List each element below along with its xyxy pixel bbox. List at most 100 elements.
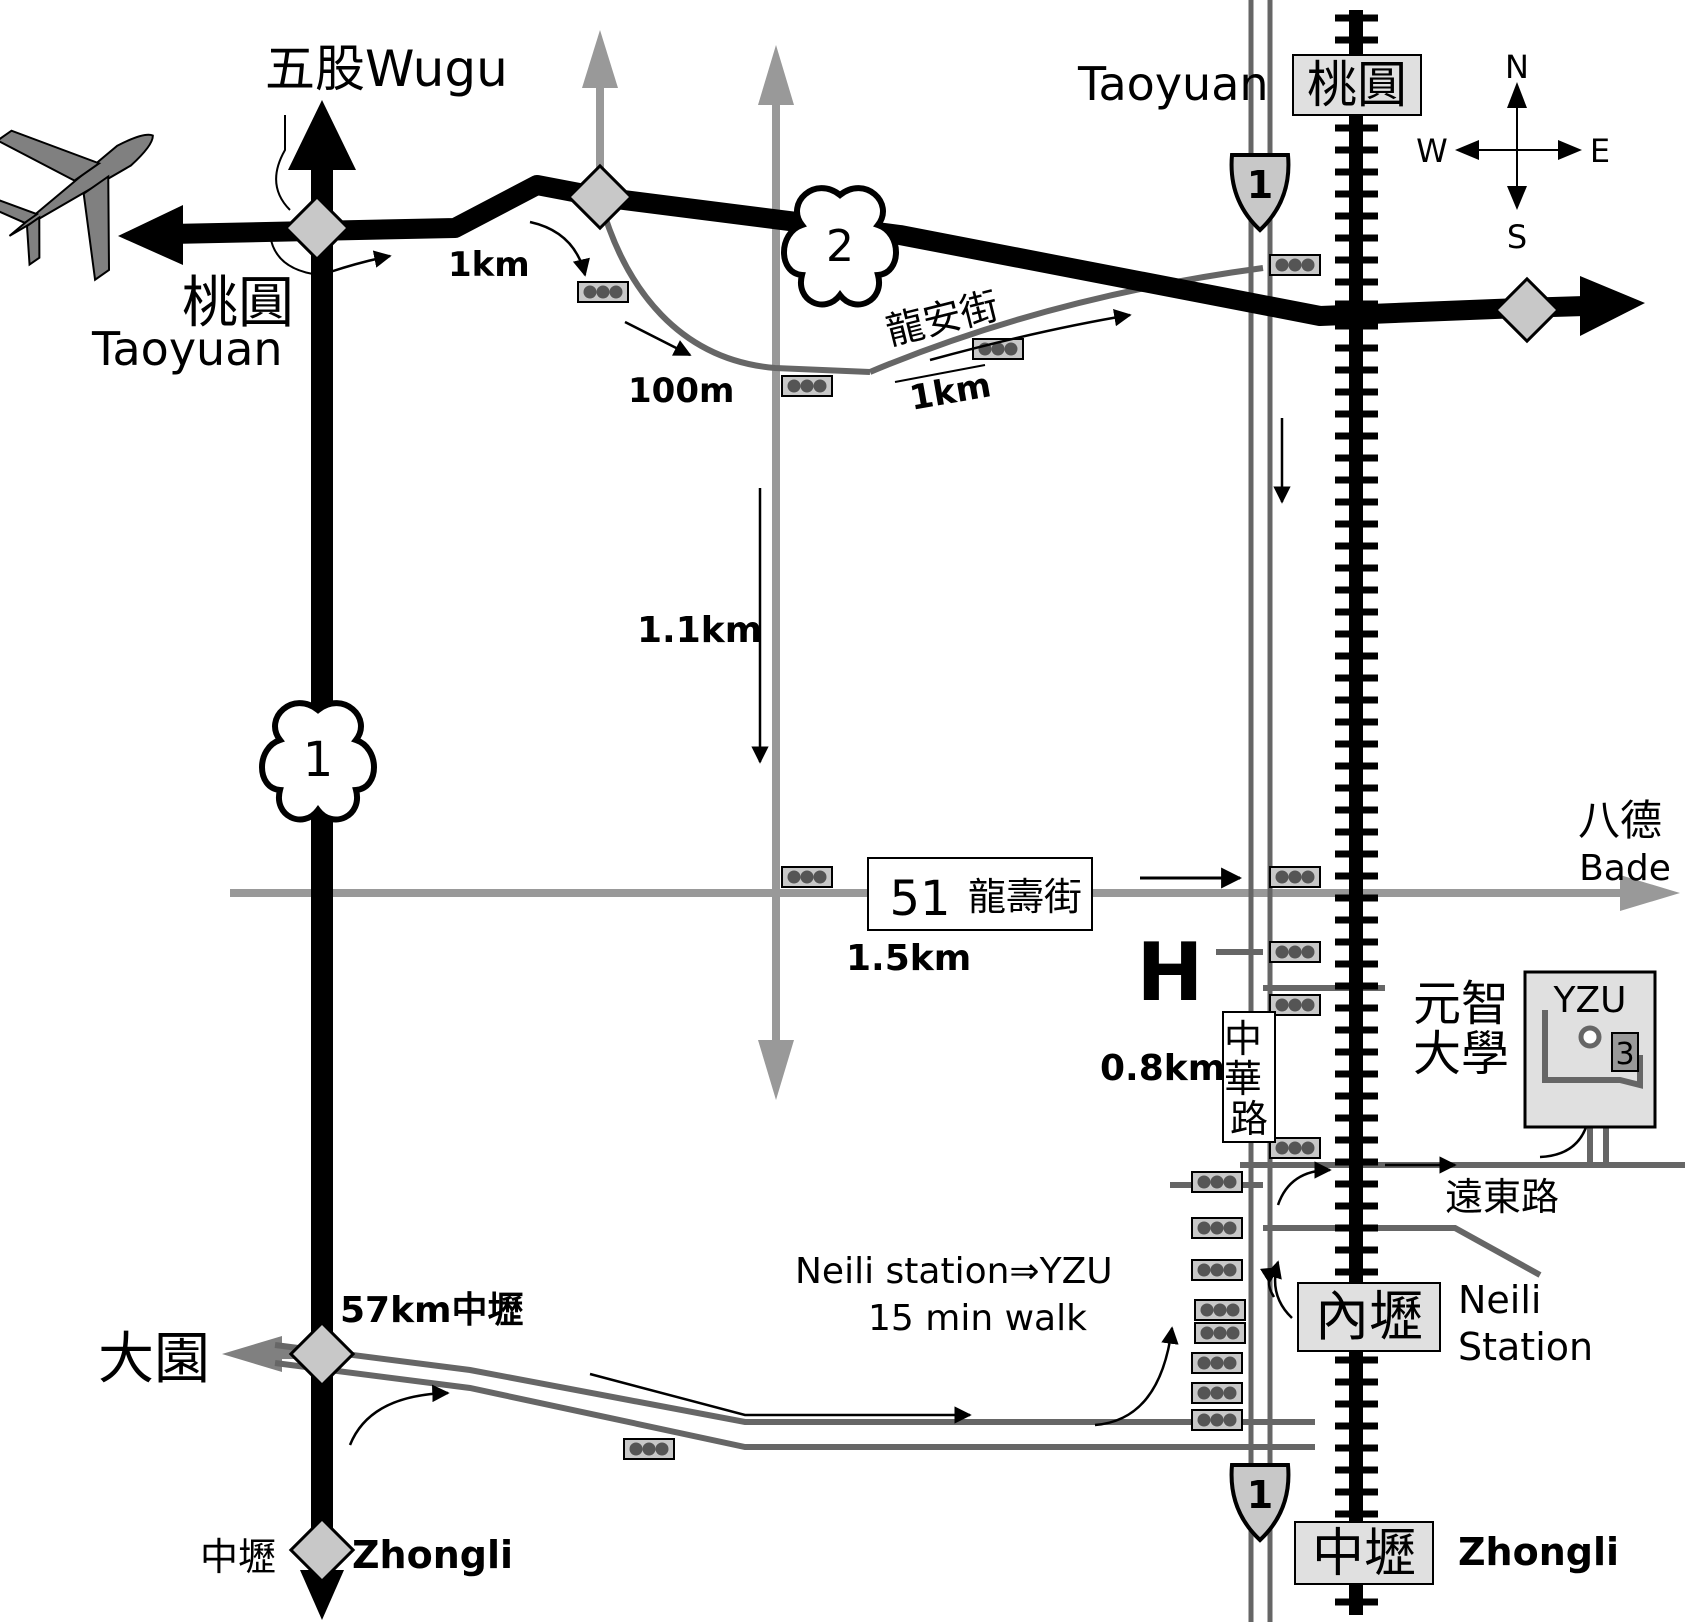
traffic-light-icon: [1269, 941, 1321, 963]
freeway-2-arrow-west: [118, 205, 183, 265]
neili-walk-line2: 15 min walk: [868, 1298, 1087, 1339]
zhongli-double-2: [274, 1360, 1315, 1450]
traffic-light-icon: [1269, 1137, 1321, 1159]
interchange-east: [1493, 276, 1561, 344]
yzu-buildings: [1542, 1010, 1643, 1089]
zhongli-station-en: Zhongli: [1458, 1530, 1619, 1574]
compass-e: E: [1590, 132, 1610, 170]
route-arrows: [329, 220, 1597, 1446]
prov-1-shield-north: 1: [1229, 153, 1291, 233]
taoyuan-west-en: Taoyuan: [91, 322, 283, 376]
longan-street: [868, 265, 1264, 375]
freeway-2-shield: 2: [781, 185, 899, 308]
prov-1-shield-south-number: 1: [1247, 1473, 1273, 1517]
longan-underline: [894, 364, 986, 383]
route51-arrow-east: [1620, 875, 1680, 911]
zhonghua-road-label: 中 華 路: [1224, 1017, 1274, 1141]
interchanges: [283, 163, 1561, 1584]
hospital-icon: H: [1137, 926, 1204, 1019]
route51-box: 51 龍壽街: [867, 857, 1093, 931]
dist-1km-a: 1km: [448, 245, 530, 285]
prov-1-shield-south: 1: [1229, 1463, 1291, 1543]
zhonghua-road-box: 中 華 路: [1222, 1011, 1276, 1143]
dist-0-8km: 0.8km: [1100, 1048, 1225, 1089]
compass-w: W: [1416, 132, 1448, 170]
neili-station-box: 內壢: [1297, 1282, 1441, 1352]
neili-walk-line1: Neili station⇒YZU: [795, 1251, 1113, 1292]
interchange-zhongli: [288, 1320, 356, 1388]
ns-gray-road-arrow-bottom: [758, 1040, 794, 1100]
traffic-light-icon: [577, 281, 629, 303]
route51-number: 51: [889, 871, 950, 927]
bade-cn: 八德: [1578, 796, 1662, 845]
neili-en-2: Station: [1458, 1325, 1593, 1369]
yzu-campus: YZU 3: [1523, 970, 1657, 1129]
zhongli-double-1: [274, 1342, 1315, 1425]
zhongli-bottom-en: Zhongli: [352, 1533, 513, 1577]
wugu-label: 五股Wugu: [265, 40, 508, 98]
compass-rose: N S E W: [1416, 48, 1610, 256]
route51-name: 龍壽街: [968, 875, 1082, 919]
yzu-cn-2: 大學: [1413, 1026, 1509, 1082]
traffic-light-icon: [1269, 254, 1321, 276]
dist-100m: 100m: [628, 371, 734, 411]
dayuan-label: 大園: [98, 1327, 210, 1392]
freeway-2: [118, 175, 1645, 336]
bade-en: Bade: [1579, 848, 1671, 889]
neili-en-1: Neili: [1458, 1278, 1541, 1322]
railway: [1335, 10, 1378, 1615]
compass-n: N: [1505, 48, 1529, 86]
compass-s: S: [1507, 218, 1527, 256]
gate-3-box: [1611, 1032, 1639, 1072]
interchange-wugu: [283, 194, 351, 262]
wugu-ramp-line: [269, 115, 321, 276]
traffic-light-icon: [1191, 1409, 1243, 1431]
traffic-light-icon: [1191, 1171, 1243, 1193]
dist-1-1km: 1.1km: [637, 610, 762, 651]
interchange-zhongli-south: [288, 1516, 356, 1584]
ns-gray-road-arrow-top: [758, 45, 794, 105]
ramp-curve: [597, 199, 871, 375]
prov-1-shield-north-number: 1: [1247, 163, 1273, 207]
freeway-1: [288, 100, 356, 1620]
airplane-icon: [0, 129, 154, 282]
traffic-light-icon: [1191, 1352, 1243, 1374]
freeway-1-shield-number: 1: [303, 732, 334, 788]
taoyuan-west-cn: 桃圓: [182, 271, 294, 336]
traffic-light-icon: [781, 375, 833, 397]
gate-3-label: 3: [1615, 1037, 1634, 1072]
interchange-freeway2: [566, 163, 634, 231]
taoyuan-north-box: 桃圓: [1292, 54, 1422, 116]
traffic-light-icon: [1191, 1217, 1243, 1239]
freeway-2-arrow-east: [1580, 276, 1645, 336]
dist-1-5km: 1.5km: [846, 938, 971, 979]
yzu-cn-1: 元智: [1413, 976, 1509, 1032]
traffic-light-icon: [1194, 1299, 1246, 1321]
traffic-light-icon: [1191, 1382, 1243, 1404]
traffic-light-icon: [623, 1438, 675, 1460]
traffic-light-icon: [781, 866, 833, 888]
provincial-road-1: [1248, 0, 1273, 1622]
neili-road: [1263, 1225, 1542, 1278]
freeway-2-shield-number: 2: [826, 221, 854, 272]
zhongli-station-cn: 中壢: [1312, 1524, 1416, 1584]
traffic-light-icon: [1269, 994, 1321, 1016]
zhongli-57km: 57km中壢: [340, 1290, 524, 1331]
freeway-1-arrow-south: [300, 1570, 344, 1620]
yuandong-road-label: 遠東路: [1445, 1175, 1559, 1219]
dayuan-arrow: [222, 1336, 282, 1372]
freeway-1-arrow-north: [288, 100, 356, 170]
yzu-box-label: YZU: [1552, 980, 1626, 1021]
traffic-light-icon: [1194, 1322, 1246, 1344]
traffic-light-icon: [1191, 1259, 1243, 1281]
traffic-light-icon: [1269, 866, 1321, 888]
zhongli-station-box: 中壢: [1294, 1521, 1434, 1585]
freeway-1-shield: 1: [259, 700, 377, 823]
taoyuan-north-cn: 桃圓: [1307, 56, 1407, 114]
taoyuan-north-en: Taoyuan: [1077, 57, 1269, 111]
dist-1km-b: 1km: [907, 365, 994, 419]
branch-gray-road-arrow: [582, 30, 618, 88]
yzu-pin: [1578, 1025, 1602, 1049]
zhongli-bottom-cn: 中壢: [200, 1535, 276, 1579]
